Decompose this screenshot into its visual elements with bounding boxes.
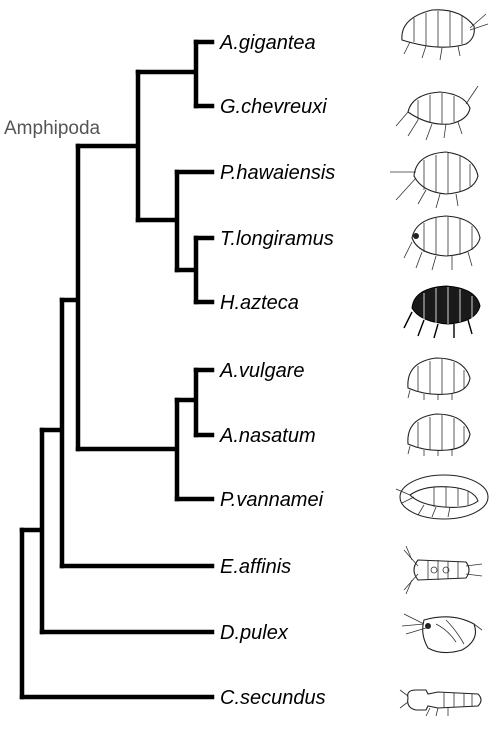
taxon-label-a-gigantea: A.gigantea bbox=[219, 32, 316, 54]
node-gigantea-chevreuxi bbox=[135, 39, 199, 109]
taxon-label-t-longiramus: T.longiramus bbox=[220, 228, 334, 250]
taxon-label-e-affinis: E.affinis bbox=[220, 556, 291, 578]
taxon-labels: A.gigantea G.chevreuxi P.hawaiensis T.lo… bbox=[219, 32, 335, 709]
node-longiramus-azteca bbox=[174, 235, 199, 305]
taxon-label-a-vulgare: A.vulgare bbox=[219, 360, 305, 382]
shrimp-illustration bbox=[395, 474, 489, 520]
node-hawaiensis-group bbox=[135, 169, 180, 273]
amphipod-dark-illustration bbox=[403, 285, 481, 339]
node-malacostraca bbox=[59, 143, 81, 452]
daphnia-illustration bbox=[401, 613, 483, 654]
copepod-illustration bbox=[403, 545, 483, 595]
node-amphipoda bbox=[75, 69, 141, 223]
organism-illustrations bbox=[390, 9, 489, 717]
termite-illustration bbox=[399, 689, 482, 717]
taxon-label-g-chevreuxi: G.chevreuxi bbox=[220, 96, 327, 118]
node-malacostraca-isopod-shrimp bbox=[75, 397, 180, 502]
amphipod-illustration bbox=[403, 215, 481, 271]
amphipod-illustration bbox=[401, 9, 489, 61]
isopod-illustration bbox=[407, 413, 471, 456]
taxon-label-p-vannamei: P.vannamei bbox=[220, 489, 324, 511]
node-isopoda bbox=[174, 367, 199, 438]
node-copepod bbox=[39, 297, 65, 569]
taxon-label-c-secundus: C.secundus bbox=[220, 687, 326, 709]
taxon-label-d-pulex: D.pulex bbox=[220, 622, 289, 644]
taxon-label-p-hawaiensis: P.hawaiensis bbox=[220, 162, 335, 184]
amphipod-illustration bbox=[390, 151, 479, 209]
tree-branches bbox=[19, 39, 215, 700]
clade-label-amphipoda: Amphipoda bbox=[4, 118, 101, 139]
isopod-illustration bbox=[407, 357, 471, 400]
amphipod-illustration bbox=[395, 85, 479, 141]
taxon-label-a-nasatum: A.nasatum bbox=[219, 425, 316, 447]
node-daphnia bbox=[19, 427, 45, 635]
taxon-label-h-azteca: H.azteca bbox=[220, 292, 299, 314]
